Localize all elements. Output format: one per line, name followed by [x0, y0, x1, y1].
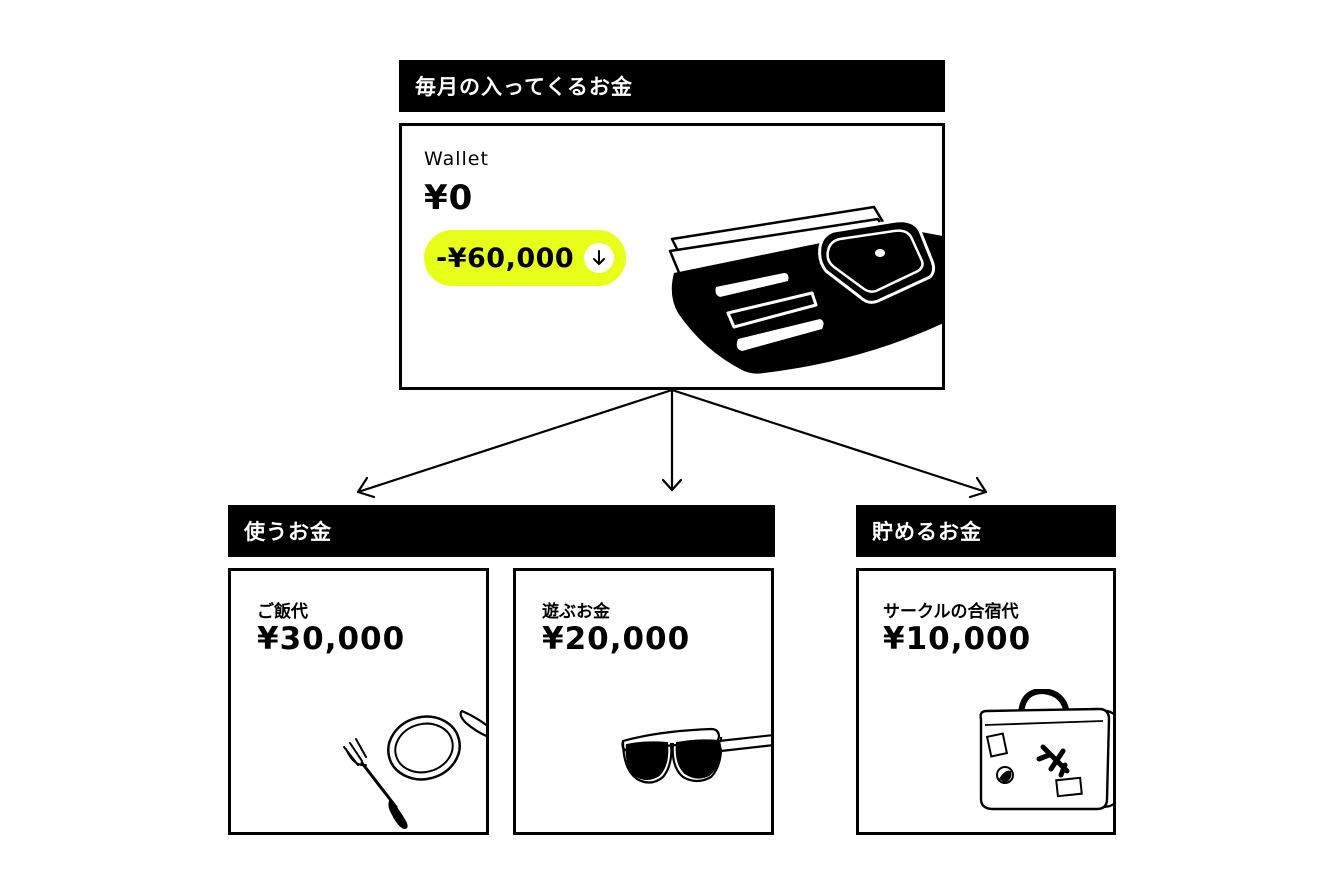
camp-card: サークルの合宿代 ¥10,000: [856, 568, 1116, 835]
outflow-badge: -¥60,000: [424, 230, 626, 286]
wallet-card: Wallet ¥0 -¥60,000: [399, 123, 945, 390]
wallet-icon: [668, 205, 942, 374]
outflow-amount: -¥60,000: [436, 242, 575, 274]
fun-card: 遊ぶお金 ¥20,000: [513, 568, 774, 835]
arrow-down-icon: [584, 243, 614, 273]
spend-header-label: 使うお金: [244, 520, 332, 544]
save-header: 貯めるお金: [856, 505, 1116, 557]
income-header-label: 毎月の入ってくるお金: [415, 75, 633, 99]
wallet-amount: ¥0: [424, 178, 474, 218]
sunglasses-icon: [621, 727, 771, 784]
camp-label: サークルの合宿代: [883, 602, 1019, 622]
food-label: ご飯代: [257, 602, 308, 622]
camp-amount: ¥10,000: [883, 621, 1032, 657]
food-amount: ¥30,000: [257, 621, 406, 657]
fun-amount: ¥20,000: [542, 621, 691, 657]
fun-label: 遊ぶお金: [542, 602, 610, 622]
suitcase-icon: [979, 689, 1113, 811]
save-header-label: 貯めるお金: [872, 520, 982, 544]
spend-header: 使うお金: [228, 505, 775, 557]
wallet-label: Wallet: [424, 148, 489, 170]
food-card: ご飯代 ¥30,000: [228, 568, 489, 835]
income-header: 毎月の入ってくるお金: [399, 60, 945, 112]
plate-fork-knife-icon: [343, 709, 486, 829]
